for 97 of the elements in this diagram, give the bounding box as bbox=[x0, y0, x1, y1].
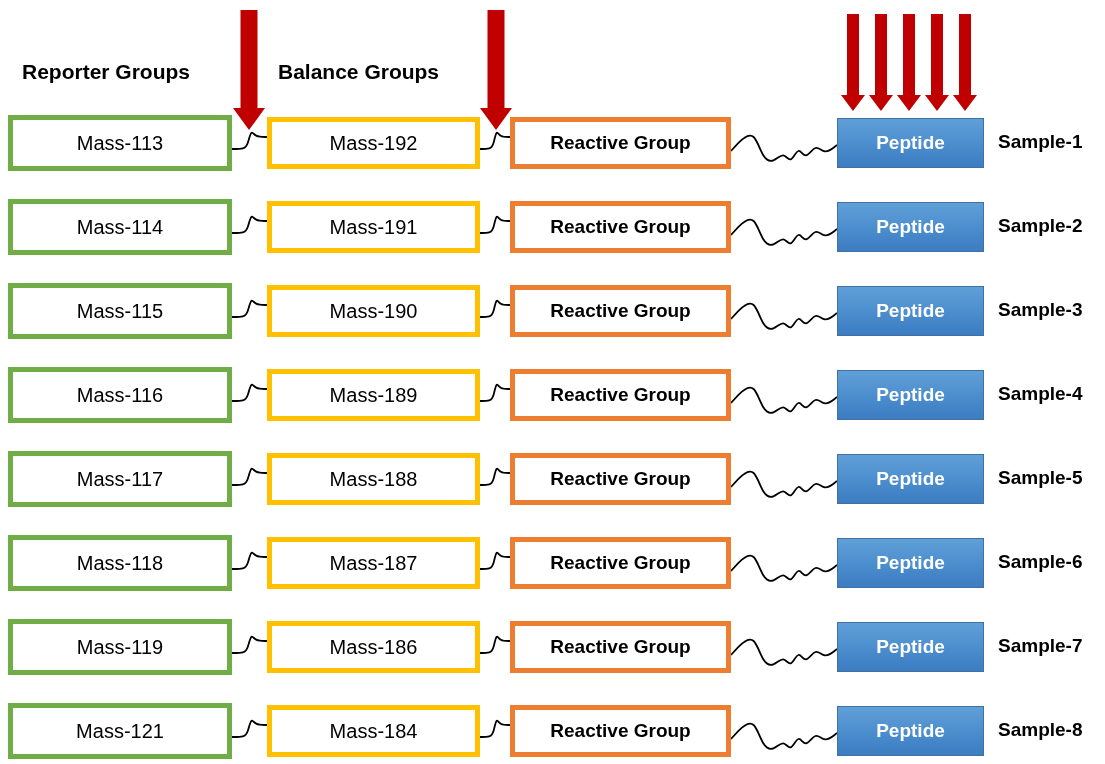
reactive-group-box bbox=[510, 537, 731, 589]
linker-line bbox=[479, 299, 511, 318]
balance-group-box bbox=[267, 201, 480, 253]
group-label: Mass-189 bbox=[329, 383, 418, 407]
group-label: Mass-118 bbox=[76, 551, 164, 575]
reactive-group-box bbox=[510, 117, 731, 169]
group-label: Reactive Group bbox=[550, 384, 691, 406]
group-label: Mass-121 bbox=[76, 719, 164, 743]
linker-line bbox=[231, 551, 268, 570]
reporter-group-box bbox=[8, 451, 232, 507]
balance-group-box bbox=[267, 537, 480, 589]
group-label: Reactive Group bbox=[550, 636, 691, 658]
linker-line bbox=[231, 719, 268, 738]
reactive-group-box bbox=[510, 369, 731, 421]
sample-label: Sample-1 bbox=[998, 131, 1083, 153]
sample-label: Sample-2 bbox=[998, 215, 1083, 237]
linker-line bbox=[231, 299, 268, 318]
peptide-label: Peptide bbox=[876, 132, 945, 154]
peptide-box bbox=[837, 706, 984, 756]
reporter-group-box bbox=[8, 199, 232, 255]
linker-line bbox=[231, 215, 268, 234]
balance-group-box bbox=[267, 117, 480, 169]
reporter-group-box bbox=[8, 703, 232, 759]
reporter-group-box bbox=[8, 619, 232, 675]
group-label: Mass-117 bbox=[76, 467, 164, 491]
group-label: Mass-192 bbox=[329, 131, 418, 155]
sample-label: Sample-5 bbox=[998, 467, 1083, 489]
reactive-group-box bbox=[510, 705, 731, 757]
group-label: Mass-184 bbox=[329, 719, 418, 743]
linker-line bbox=[231, 635, 268, 654]
group-label: Reactive Group bbox=[550, 132, 691, 154]
group-label: Reactive Group bbox=[550, 300, 691, 322]
group-label: Reactive Group bbox=[550, 720, 691, 742]
sample-label: Sample-8 bbox=[998, 719, 1083, 741]
wavy-linker bbox=[730, 554, 838, 582]
reactive-group-box bbox=[510, 285, 731, 337]
peptide-label: Peptide bbox=[876, 720, 945, 742]
group-label: Mass-191 bbox=[329, 215, 418, 239]
group-label: Mass-119 bbox=[76, 635, 164, 659]
group-label: Mass-115 bbox=[76, 299, 164, 323]
balance-group-box bbox=[267, 705, 480, 757]
sample-label: Sample-3 bbox=[998, 299, 1083, 321]
peptide-box bbox=[837, 370, 984, 420]
peptide-box bbox=[837, 622, 984, 672]
sample-label: Sample-6 bbox=[998, 551, 1083, 573]
balance-group-box bbox=[267, 453, 480, 505]
column-heading: Reporter Groups bbox=[22, 60, 191, 84]
wavy-linker bbox=[730, 218, 838, 246]
linker-line bbox=[479, 719, 511, 738]
group-label: Mass-187 bbox=[329, 551, 418, 575]
reactive-group-box bbox=[510, 621, 731, 673]
wavy-linker bbox=[730, 470, 838, 498]
peptide-box bbox=[837, 202, 984, 252]
group-label: Mass-114 bbox=[76, 215, 164, 239]
linker-line bbox=[479, 635, 511, 654]
group-label: Mass-113 bbox=[76, 131, 164, 155]
reactive-group-box bbox=[510, 201, 731, 253]
reporter-group-box bbox=[8, 283, 232, 339]
linker-line bbox=[479, 383, 511, 402]
linker-line bbox=[479, 467, 511, 486]
linker-line bbox=[231, 383, 268, 402]
peptide-label: Peptide bbox=[876, 384, 945, 406]
group-label: Mass-188 bbox=[329, 467, 418, 491]
balance-group-box bbox=[267, 369, 480, 421]
wavy-linker bbox=[730, 722, 838, 750]
peptide-box bbox=[837, 286, 984, 336]
peptide-label: Peptide bbox=[876, 468, 945, 490]
reporter-group-box bbox=[8, 367, 232, 423]
balance-group-box bbox=[267, 621, 480, 673]
wavy-linker bbox=[730, 386, 838, 414]
sample-label: Sample-7 bbox=[998, 635, 1083, 657]
peptide-label: Peptide bbox=[876, 300, 945, 322]
peptide-box bbox=[837, 538, 984, 588]
group-label: Reactive Group bbox=[550, 552, 691, 574]
peptide-label: Peptide bbox=[876, 552, 945, 574]
wavy-linker bbox=[730, 638, 838, 666]
linker-line bbox=[479, 551, 511, 570]
wavy-linker bbox=[730, 302, 838, 330]
reporter-group-box bbox=[8, 115, 232, 171]
sample-label: Sample-4 bbox=[998, 383, 1083, 405]
linker-line bbox=[231, 131, 268, 150]
peptide-label: Peptide bbox=[876, 636, 945, 658]
peptide-box bbox=[837, 118, 984, 168]
balance-group-box bbox=[267, 285, 480, 337]
reporter-group-box bbox=[8, 535, 232, 591]
group-label: Reactive Group bbox=[550, 216, 691, 238]
group-label: Mass-116 bbox=[76, 383, 164, 407]
peptide-box bbox=[837, 454, 984, 504]
wavy-linker bbox=[730, 134, 838, 162]
linker-line bbox=[231, 467, 268, 486]
linker-line bbox=[479, 215, 511, 234]
group-label: Mass-190 bbox=[329, 299, 418, 323]
reactive-group-box bbox=[510, 453, 731, 505]
peptide-label: Peptide bbox=[876, 216, 945, 238]
group-label: Reactive Group bbox=[550, 468, 691, 490]
column-heading: Balance Groups bbox=[278, 60, 440, 84]
group-label: Mass-186 bbox=[329, 635, 418, 659]
